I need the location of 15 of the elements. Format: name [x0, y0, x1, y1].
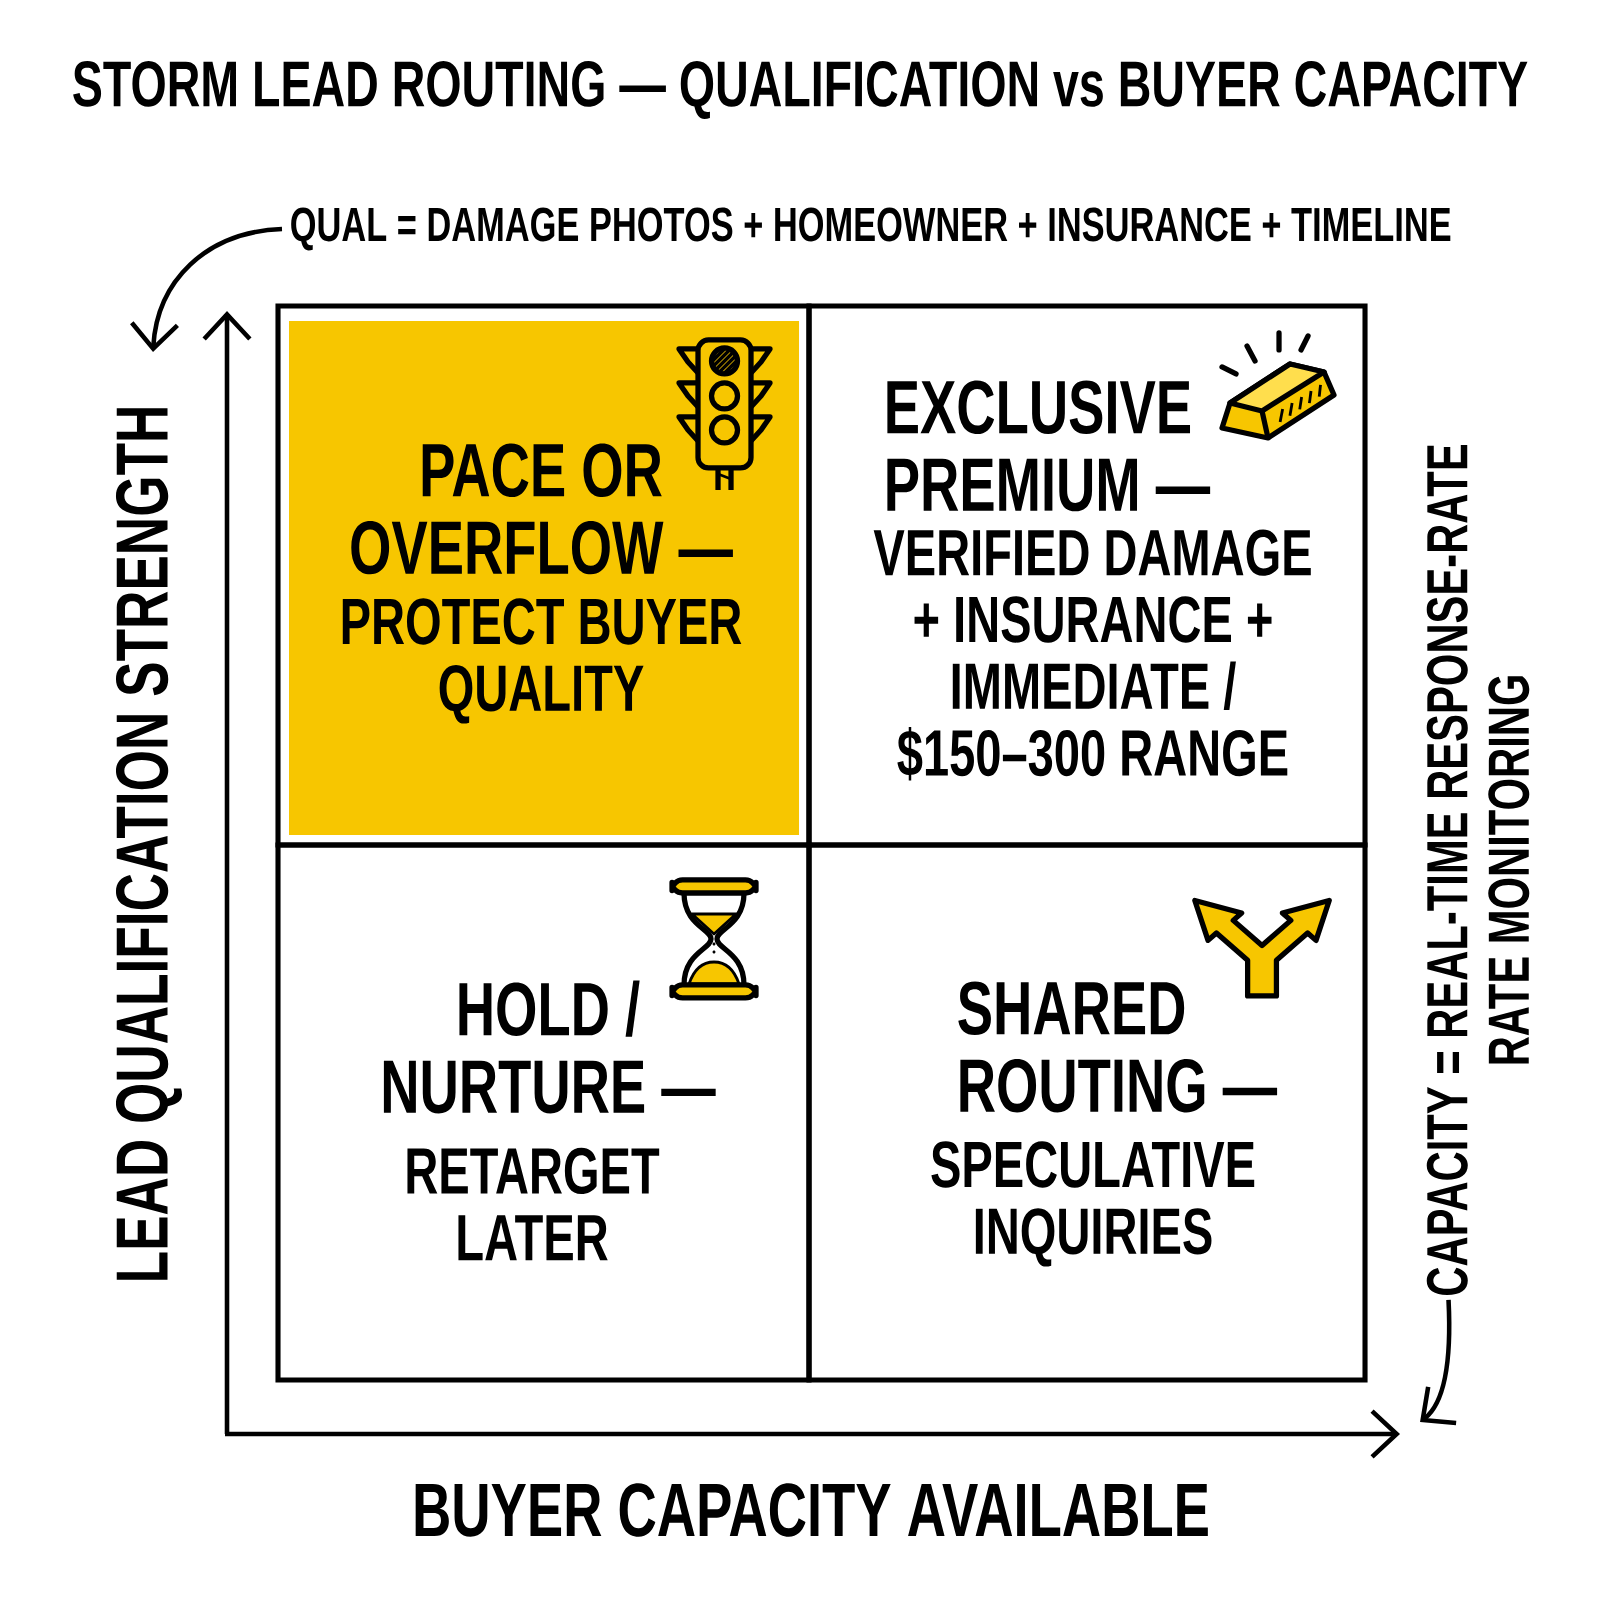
axis-label: BUYER CAPACITY AVAILABLE	[415, 1483, 1208, 1537]
note-text: QUAL = DAMAGE PHOTOS + HOMEOWNER + INSURANCE + TIMELINE	[291, 207, 1451, 251]
curved-arrow	[130, 226, 283, 352]
quadrant-text: RETARGET LATER	[407, 1147, 660, 1261]
quadrant-heading: HOLD / NURTURE —	[383, 980, 716, 1114]
quadrant-text: SPECULATIVE INQUIRIES	[931, 1141, 1255, 1267]
note-text: CAPACITY = REAL-TIME RESPONSE-RATE RATE MONITORING	[1426, 445, 1530, 1295]
quadrant-text: VERIFIED DAMAGE + INSURANCE + IMMEDIATE / $150–300 RANGE	[873, 529, 1311, 781]
axis-label: LEAD QUALIFICATION STRENGTH	[115, 408, 182, 1280]
title: STORM LEAD ROUTING — QUALIFICATION vs BUYER CAPACITY	[73, 61, 1528, 119]
quadrant-text: PROTECT BUYER QUALITY	[342, 598, 742, 724]
quadrant-heading: PACE OR OVERFLOW —	[351, 443, 733, 575]
quadrant-heading: EXCLUSIVE PREMIUM —	[887, 380, 1211, 512]
quadrant-heading: SHARED ROUTING —	[958, 981, 1278, 1113]
curved-arrow	[1420, 1299, 1457, 1426]
